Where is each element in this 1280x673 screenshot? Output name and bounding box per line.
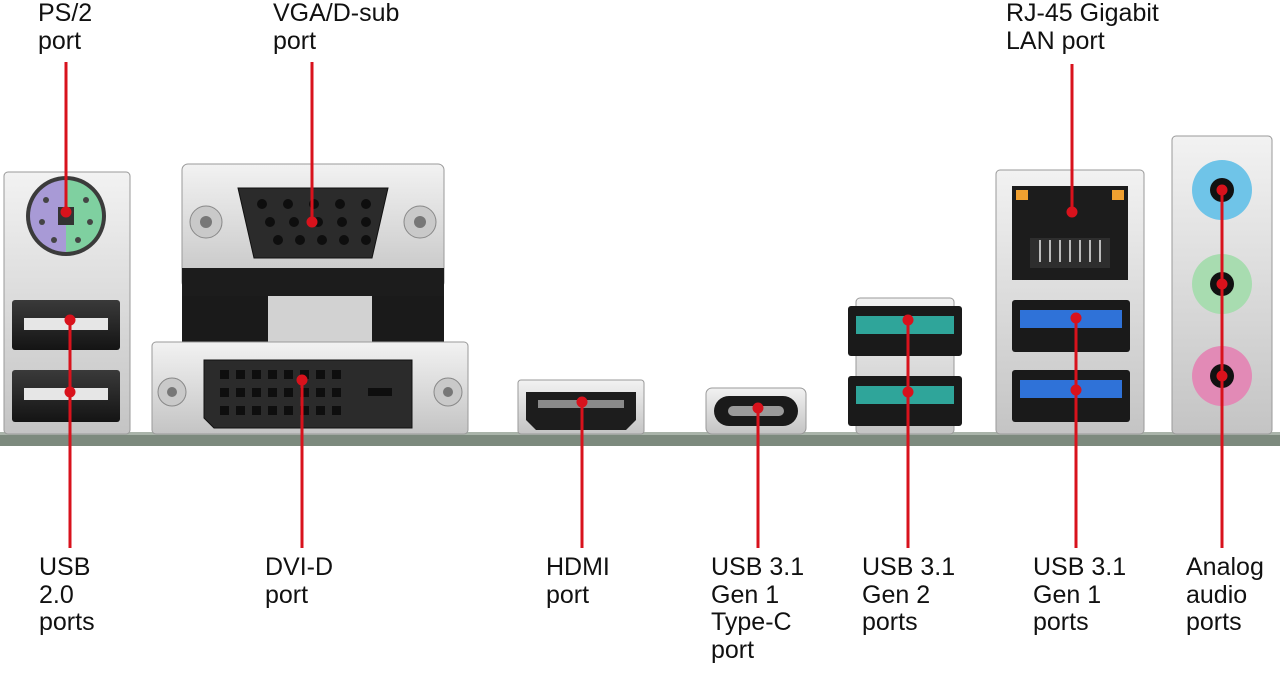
dvi-pin (332, 406, 341, 415)
label-ps2-line: port (38, 26, 82, 55)
label-audio-line: audio (1186, 580, 1248, 609)
vga-pin (335, 199, 345, 209)
dvi-pin (236, 370, 245, 379)
dvid-connector (151, 341, 469, 435)
vga-pin (283, 199, 293, 209)
dvi-pin (316, 406, 325, 415)
label-ps2-line: PS/2 (38, 0, 93, 27)
label-audio-line: ports (1186, 608, 1242, 636)
rj45-led-right (1112, 190, 1124, 200)
motherboard-edge (0, 432, 1280, 446)
label-usb20-line: 2.0 (39, 580, 74, 609)
label-usbc-line: Gen 1 (711, 580, 780, 609)
vga-pin (317, 235, 327, 245)
label-usb20-line: ports (39, 608, 95, 636)
dvi-pin (332, 370, 341, 379)
usb31-gen2-stack (848, 297, 962, 435)
vga-pin (295, 235, 305, 245)
label-usb31g1-line: USB 3.1 (1033, 553, 1127, 581)
dvi-pin (220, 370, 229, 379)
leader-lines (60, 62, 1228, 548)
dvi-pin (316, 370, 325, 379)
label-rj45-line: LAN port (1006, 26, 1105, 55)
dvi-pin (268, 406, 277, 415)
dvi-pin (300, 370, 309, 379)
dvi-pin (300, 388, 309, 397)
vga-standoffs (182, 296, 444, 344)
label-dvid-line: port (265, 580, 309, 609)
dvi-pin (220, 406, 229, 415)
dvi-pin (284, 388, 293, 397)
dvi-pin (252, 370, 261, 379)
dvi-pin (332, 388, 341, 397)
label-usb31g2-line: USB 3.1 (862, 553, 956, 581)
ps2-keyboard-half (66, 180, 102, 252)
dvi-pin (268, 370, 277, 379)
vga-pin (361, 199, 371, 209)
vga-pin (257, 199, 267, 209)
dvi-pin (268, 388, 277, 397)
dvi-pin (236, 388, 245, 397)
vga-pin (289, 217, 299, 227)
label-rj45-line: RJ-45 Gigabit (1006, 0, 1159, 27)
label-usbc-line: port (711, 635, 755, 664)
ps2-mouse-half (30, 180, 66, 252)
label-usbc-line: USB 3.1 (711, 553, 805, 581)
dvi-pin (300, 406, 309, 415)
label-usb31g1-line: ports (1033, 608, 1089, 636)
dvi-pin (284, 370, 293, 379)
label-usb31g2-line: ports (862, 608, 918, 636)
rj45-led-left (1016, 190, 1028, 200)
label-usb31g2-line: Gen 2 (862, 580, 931, 609)
dvi-pin (236, 406, 245, 415)
vga-pin (273, 235, 283, 245)
vga-pin (339, 235, 349, 245)
vga-pin (361, 235, 371, 245)
label-usbc-line: Type-C (711, 608, 792, 636)
label-vga-line: port (273, 26, 317, 55)
label-usb31g1-line: Gen 1 (1033, 580, 1102, 609)
dvi-pin (284, 406, 293, 415)
label-hdmi-line: port (546, 580, 590, 609)
dvi-pin (252, 406, 261, 415)
label-vga-line: VGA/D-sub (273, 0, 400, 27)
vga-pin (361, 217, 371, 227)
dvi-pin (252, 388, 261, 397)
dvi-pin (316, 388, 325, 397)
label-audio-line: Analog (1186, 553, 1264, 581)
dvi-pin (220, 388, 229, 397)
label-hdmi-line: HDMI (546, 553, 610, 581)
vga-pin (265, 217, 275, 227)
vga-pin (337, 217, 347, 227)
label-dvid-line: DVI-D (265, 553, 334, 581)
label-usb20-line: USB (39, 553, 91, 581)
